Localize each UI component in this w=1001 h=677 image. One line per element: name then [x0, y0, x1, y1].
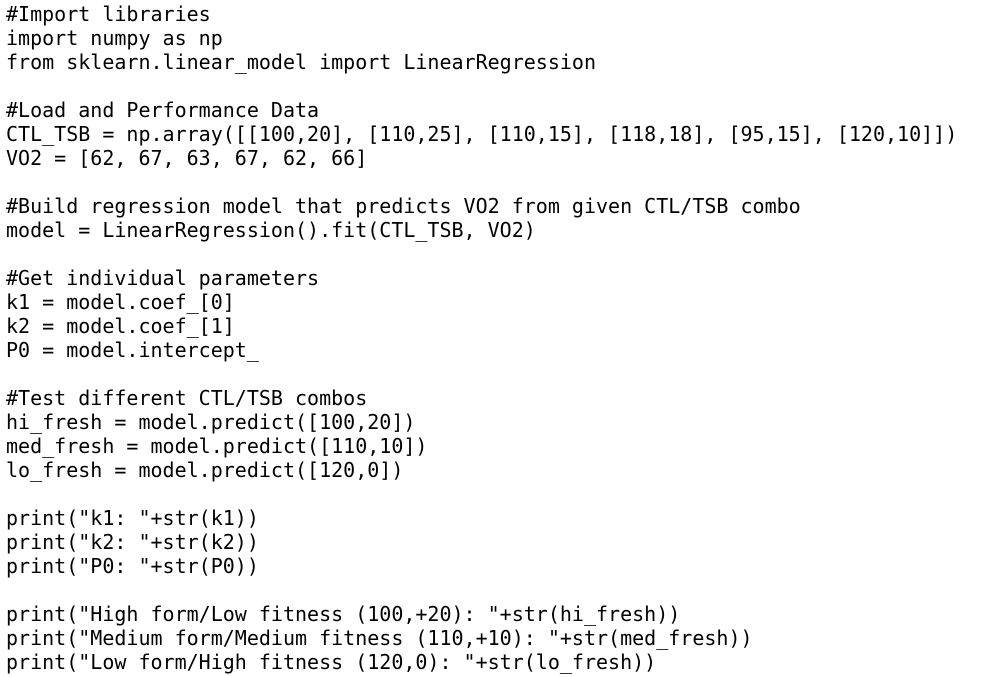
- code-line: print("Medium form/Medium fitness (110,+…: [6, 626, 753, 650]
- code-line-blank: [6, 482, 957, 506]
- code-line: k1 = model.coef_[0]: [6, 290, 235, 314]
- code-line: CTL_TSB = np.array([[100,20], [110,25], …: [6, 122, 958, 146]
- code-line-comment: #Load and Performance Data: [6, 98, 320, 122]
- code-line-blank: [6, 578, 957, 602]
- code-line: lo_fresh = model.predict([120,0]): [6, 458, 404, 482]
- code-line-blank: [6, 74, 957, 98]
- code-line: print("k1: "+str(k1)): [6, 506, 259, 530]
- code-line: hi_fresh = model.predict([100,20]): [6, 410, 416, 434]
- code-line-comment: #Test different CTL/TSB combos: [6, 386, 368, 410]
- code-line-blank: [6, 242, 957, 266]
- code-line: print("Low form/High fitness (120,0): "+…: [6, 650, 657, 674]
- code-line-comment: #Build regression model that predicts VO…: [6, 194, 801, 218]
- code-line-blank: [6, 362, 957, 386]
- code-line-blank: [6, 170, 957, 194]
- code-line: from sklearn.linear_model import LinearR…: [6, 50, 597, 74]
- code-line: print("k2: "+str(k2)): [6, 530, 259, 554]
- code-line: med_fresh = model.predict([110,10]): [6, 434, 428, 458]
- code-line: P0 = model.intercept_: [6, 338, 259, 362]
- code-line-comment: #Get individual parameters: [6, 266, 320, 290]
- code-line-comment: #Import libraries: [6, 2, 211, 26]
- code-line: import numpy as np: [6, 26, 223, 50]
- code-line: print("P0: "+str(P0)): [6, 554, 259, 578]
- code-line: model = LinearRegression().fit(CTL_TSB, …: [6, 218, 536, 242]
- code-line: VO2 = [62, 67, 63, 67, 62, 66]: [6, 146, 368, 170]
- code-line: k2 = model.coef_[1]: [6, 314, 235, 338]
- code-line: print("High form/Low fitness (100,+20): …: [6, 602, 681, 626]
